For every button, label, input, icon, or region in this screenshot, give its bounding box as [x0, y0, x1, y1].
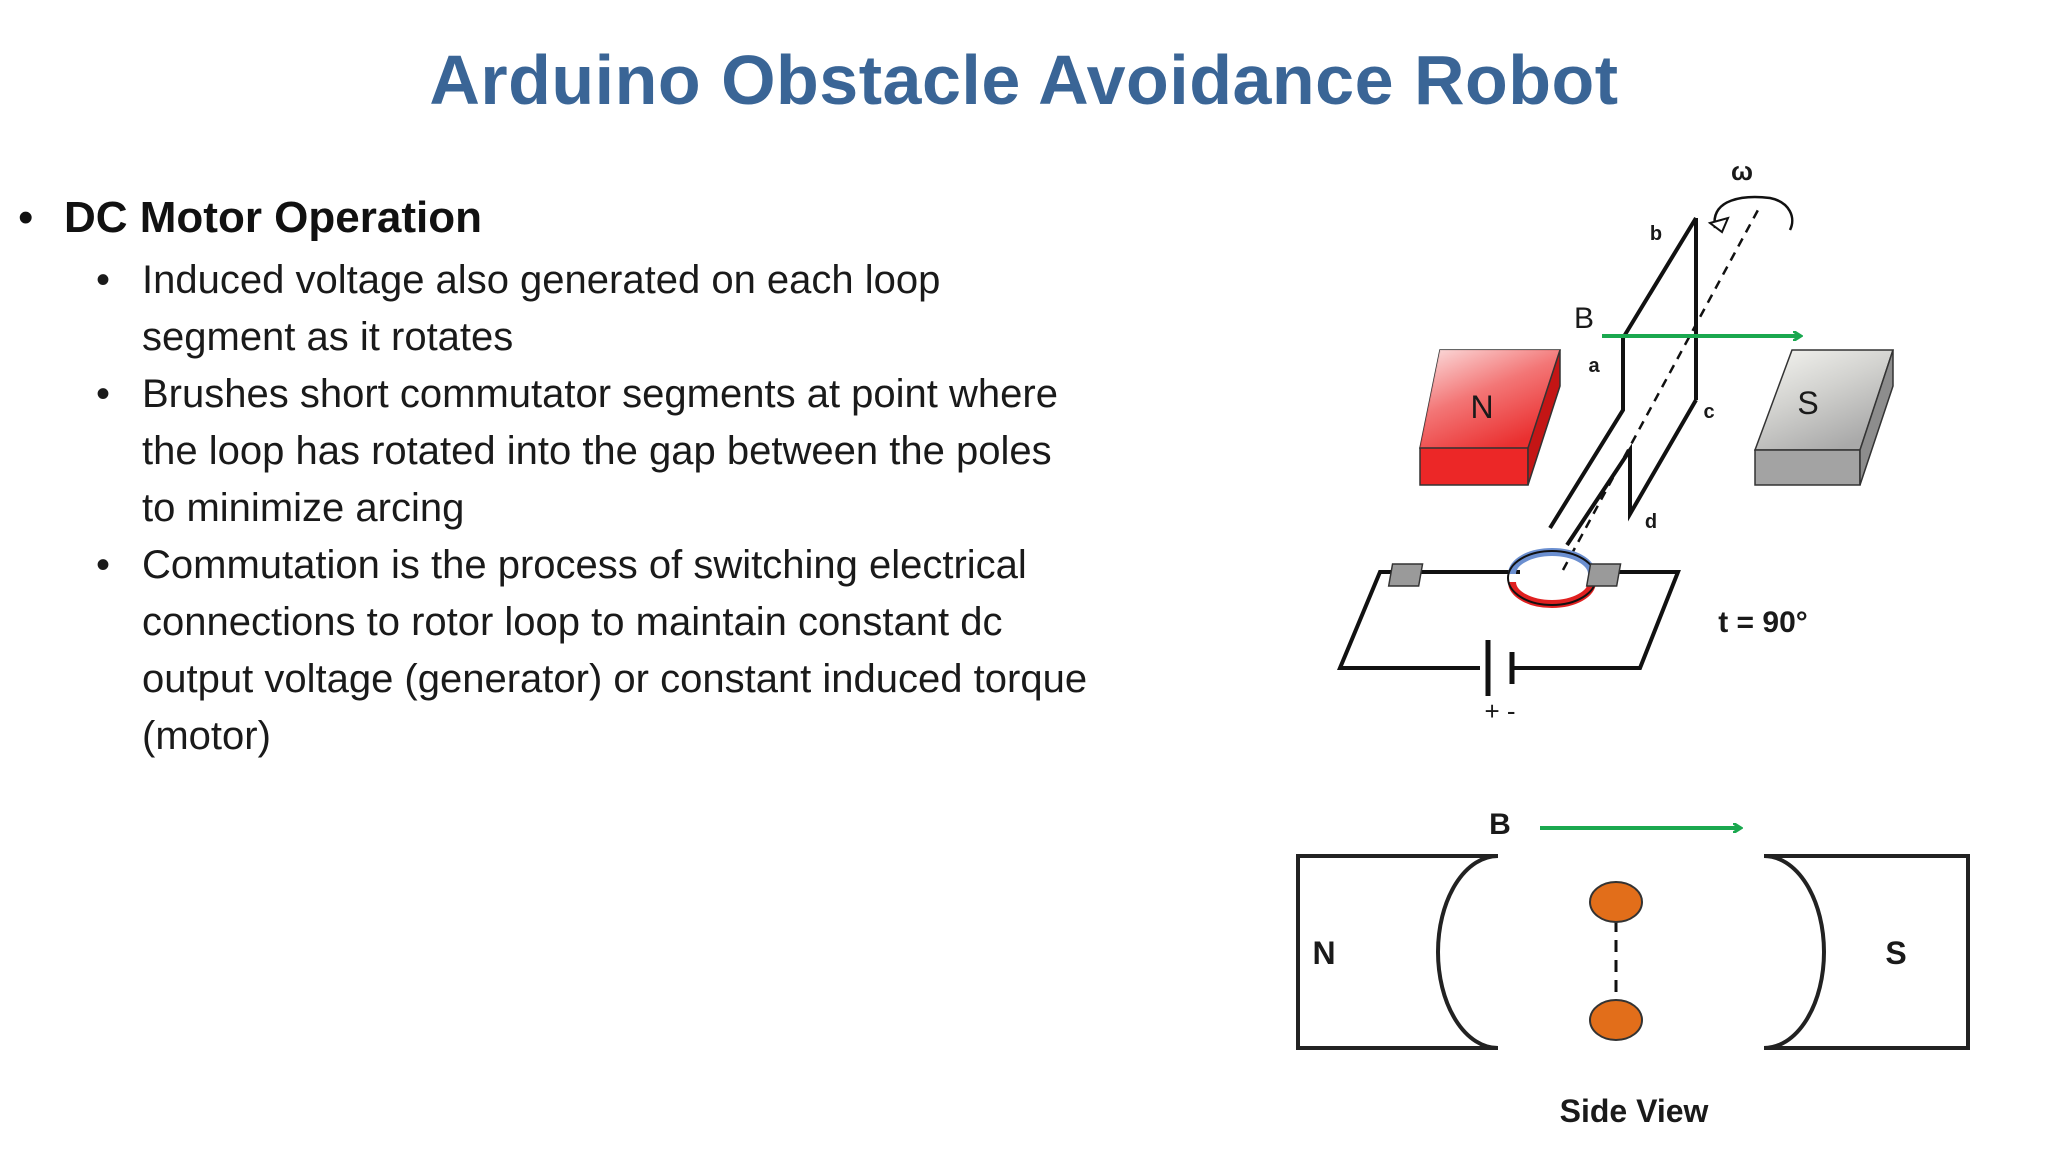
- slide-title: Arduino Obstacle Avoidance Robot: [429, 41, 1619, 119]
- field-label-top: B: [1574, 302, 1594, 335]
- segment-label-c: c: [1703, 401, 1714, 423]
- bullet-text: Brushes short commutator segments at poi…: [142, 372, 1058, 530]
- omega-label: ω: [1731, 156, 1753, 186]
- sub-bullets: • Induced voltage also generated on each…: [12, 252, 1092, 765]
- south-label-side: S: [1885, 935, 1906, 971]
- north-pole-block: [1419, 349, 1562, 486]
- segment-label-a: a: [1588, 355, 1600, 377]
- rotation-axis: [1561, 209, 1760, 571]
- south-pole-label: S: [1797, 385, 1818, 421]
- heading-bullet: • DC Motor Operation: [12, 190, 1092, 246]
- south-pole-block: [1753, 349, 1895, 486]
- south-magnet-side: [1763, 854, 1970, 1050]
- sub-bullet: • Brushes short commutator segments at p…: [12, 366, 1092, 537]
- bullet-list: • DC Motor Operation • Induced voltage a…: [12, 190, 1092, 765]
- brush-left: [1387, 563, 1424, 587]
- sub-bullet: • Commutation is the process of switchin…: [12, 537, 1092, 765]
- segment-label-d: d: [1645, 511, 1657, 533]
- rotor-loop: [1548, 216, 1698, 547]
- rotation-arrowhead: [1707, 216, 1730, 234]
- external-circuit: [1337, 570, 1681, 670]
- brush-right: [1585, 563, 1622, 587]
- battery-polarity-label: + -: [1484, 696, 1515, 726]
- field-label-side: B: [1489, 808, 1511, 841]
- bullet-text: Induced voltage also generated on each l…: [142, 258, 941, 359]
- north-magnet-side: [1296, 854, 1499, 1050]
- bullet-dot: •: [18, 193, 34, 242]
- bullet-dot: •: [96, 372, 111, 416]
- side-view-caption: Side View: [1560, 1093, 1709, 1129]
- rotation-arrow: [1713, 195, 1794, 231]
- bullet-text: Commutation is the process of switching …: [142, 543, 1088, 758]
- north-label-side: N: [1312, 935, 1335, 971]
- conductor-bottom: [1589, 999, 1643, 1041]
- segment-label-b: b: [1650, 223, 1662, 245]
- bullet-dot: •: [96, 543, 111, 587]
- conductor-top: [1589, 881, 1643, 923]
- bullet-dot: •: [96, 258, 111, 302]
- angle-label: t = 90°: [1718, 606, 1808, 639]
- commutator: [1507, 548, 1597, 608]
- north-pole-label: N: [1470, 389, 1493, 425]
- sub-bullet: • Induced voltage also generated on each…: [12, 252, 1092, 366]
- section-heading: DC Motor Operation: [64, 193, 482, 242]
